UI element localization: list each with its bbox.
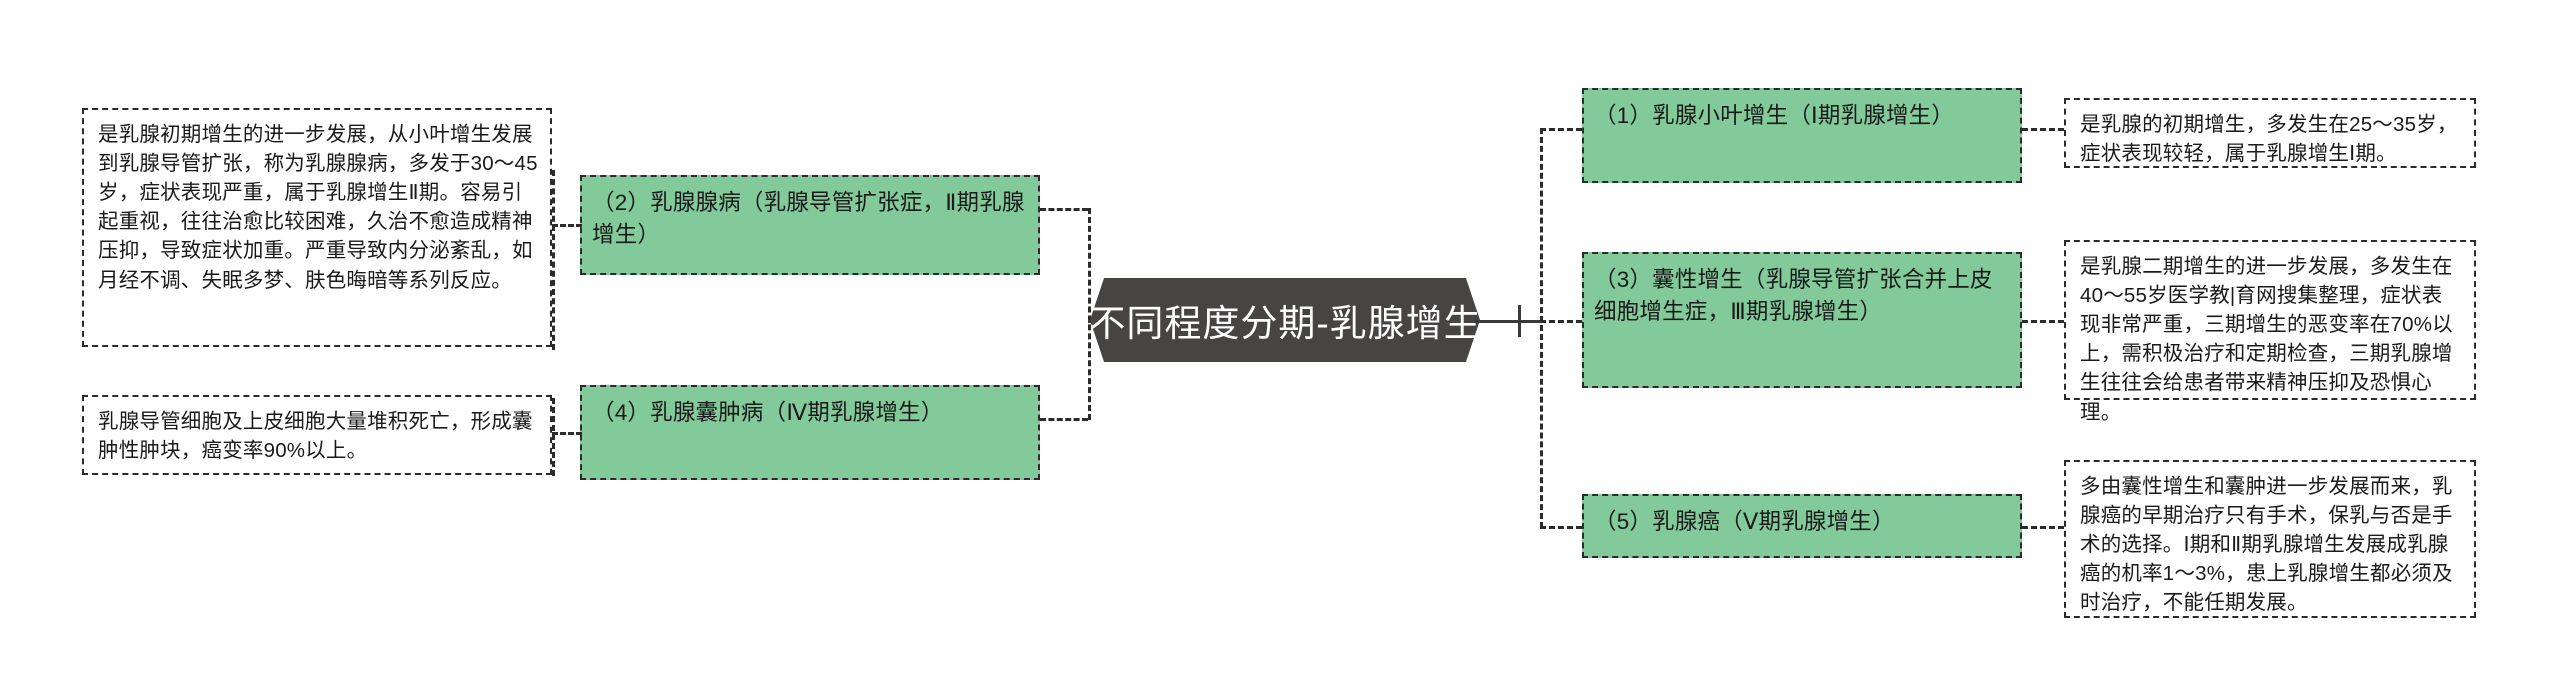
connector-rightbus-to-node5 xyxy=(1540,526,1582,529)
center-node-label: 不同程度分期-乳腺增生 xyxy=(1088,303,1482,344)
node-label: （3）囊性增生（乳腺导管扩张合并上皮细胞增生症，Ⅲ期乳腺增生） xyxy=(1594,267,1993,324)
node-breast-adenosis[interactable]: （2）乳腺腺病（乳腺导管扩张症，Ⅱ期乳腺增生） xyxy=(580,175,1040,275)
connector-node1-to-detail xyxy=(2022,128,2064,131)
connector-leaf4-to-node4 xyxy=(552,432,582,435)
detail-text: 是乳腺初期增生的进一步发展，从小叶增生发展到乳腺导管扩张，称为乳腺腺病，多发于3… xyxy=(98,123,538,292)
connector-node4-to-leftbus xyxy=(1040,418,1088,421)
detail-box-lobular-hyperplasia: 是乳腺的初期增生，多发生在25～35岁，症状表现较轻，属于乳腺增生Ⅰ期。 xyxy=(2064,98,2476,168)
node-label: （1）乳腺小叶增生（Ⅰ期乳腺增生） xyxy=(1594,103,1955,128)
detail-box-breast-cancer: 多由囊性增生和囊肿进一步发展而来，乳腺癌的早期治疗只有手术，保乳与否是手术的选择… xyxy=(2064,460,2476,618)
node-label: （4）乳腺囊肿病（Ⅳ期乳腺增生） xyxy=(592,400,944,425)
connector-right-vertical-bus xyxy=(1540,128,1543,528)
detail-box-breast-adenosis: 是乳腺初期增生的进一步发展，从小叶增生发展到乳腺导管扩张，称为乳腺腺病，多发于3… xyxy=(82,108,552,347)
connector-node3-to-detail xyxy=(2022,320,2064,323)
connector-rightbus-to-node3 xyxy=(1540,320,1582,323)
connector-right-tick xyxy=(1518,305,1521,337)
node-breast-cancer[interactable]: （5）乳腺癌（Ⅴ期乳腺增生） xyxy=(1582,494,2022,558)
connector-leaf2-to-node2 xyxy=(552,224,582,227)
detail-text: 是乳腺二期增生的进一步发展，多发生在40～55岁医学教|育网搜集整理，症状表现非… xyxy=(2080,255,2453,424)
connector-rightbus-to-node1 xyxy=(1540,128,1582,131)
detail-box-cystic-hyperplasia: 是乳腺二期增生的进一步发展，多发生在40～55岁医学教|育网搜集整理，症状表现非… xyxy=(2064,240,2476,424)
node-cystic-hyperplasia[interactable]: （3）囊性增生（乳腺导管扩张合并上皮细胞增生症，Ⅲ期乳腺增生） xyxy=(1582,252,2022,388)
detail-text: 乳腺导管细胞及上皮细胞大量堆积死亡，形成囊肿性肿块，癌变率90%以上。 xyxy=(98,410,533,463)
detail-text: 是乳腺的初期增生，多发生在25～35岁，症状表现较轻，属于乳腺增生Ⅰ期。 xyxy=(2080,113,2458,166)
node-label: （2）乳腺腺病（乳腺导管扩张症，Ⅱ期乳腺增生） xyxy=(592,190,1025,247)
node-breast-lobular-hyperplasia[interactable]: （1）乳腺小叶增生（Ⅰ期乳腺增生） xyxy=(1582,88,2022,183)
connector-left-leaf-bus-upper xyxy=(552,170,555,350)
center-node-breast-hyperplasia-staging[interactable]: 不同程度分期-乳腺增生 xyxy=(1090,278,1480,362)
connector-left-leaf-bus-lower xyxy=(552,398,555,476)
node-breast-cyst-disease[interactable]: （4）乳腺囊肿病（Ⅳ期乳腺增生） xyxy=(580,385,1040,480)
detail-box-breast-cyst-disease: 乳腺导管细胞及上皮细胞大量堆积死亡，形成囊肿性肿块，癌变率90%以上。 xyxy=(82,395,552,475)
connector-left-vertical-bus xyxy=(1088,208,1091,420)
connector-node2-to-leftbus xyxy=(1040,208,1088,211)
connector-node5-to-detail xyxy=(2022,526,2064,529)
node-label: （5）乳腺癌（Ⅴ期乳腺增生） xyxy=(1594,509,1895,534)
connector-center-to-rightbus xyxy=(1474,320,1540,323)
detail-text: 多由囊性增生和囊肿进一步发展而来，乳腺癌的早期治疗只有手术，保乳与否是手术的选择… xyxy=(2080,475,2453,615)
